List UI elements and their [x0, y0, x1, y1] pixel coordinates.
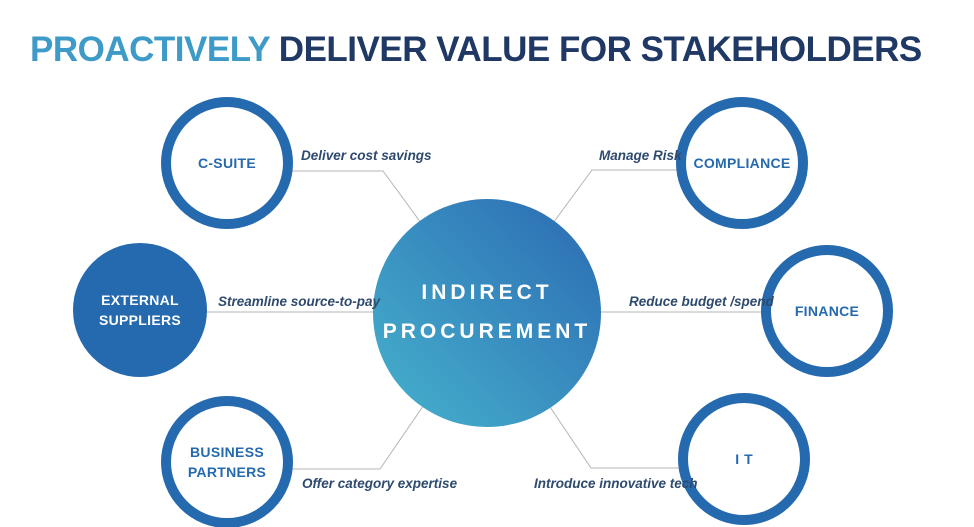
- node-circle-c-suite: C-SUITE: [161, 97, 293, 229]
- edge-label-introduce-innovative-tech: Introduce innovative tech: [534, 476, 698, 491]
- hub-label: INDIRECT PROCUREMENT: [382, 281, 592, 343]
- edge-label-offer-category-expertise: Offer category expertise: [302, 476, 458, 491]
- node-label-c-suite: C-SUITE: [197, 154, 257, 171]
- page-title: PROACTIVELY DELIVER VALUE FOR STAKEHOLDE…: [30, 30, 922, 70]
- edge-label-reduce-budget-spend: Reduce budget /spend: [629, 294, 774, 309]
- node-circle-external-suppliers: EXTERNAL SUPPLIERS: [73, 243, 207, 377]
- node-circle-it: IT: [678, 393, 810, 525]
- node-circle-business-partners: BUSINESS PARTNERS: [161, 396, 293, 527]
- node-label-external-suppliers: EXTERNAL SUPPLIERS: [98, 291, 182, 328]
- node-circle-finance: FINANCE: [761, 245, 893, 377]
- node-label-it: IT: [735, 450, 758, 467]
- edge-label-streamline-source-to-pay: Streamline source-to-pay: [218, 294, 381, 309]
- page-title-highlight: PROACTIVELY: [30, 30, 270, 69]
- node-label-business-partners: BUSINESS PARTNERS: [187, 443, 267, 480]
- node-circle-compliance: COMPLIANCE: [676, 97, 808, 229]
- hub-circle-indirect-procurement: INDIRECT PROCUREMENT: [373, 199, 601, 427]
- page-title-rest: DELIVER VALUE FOR STAKEHOLDERS: [269, 30, 922, 69]
- node-label-finance: FINANCE: [794, 302, 860, 319]
- edge-label-manage-risk: Manage Risk: [599, 148, 682, 163]
- edge-label-deliver-cost-savings: Deliver cost savings: [301, 148, 432, 163]
- node-label-compliance: COMPLIANCE: [693, 154, 791, 171]
